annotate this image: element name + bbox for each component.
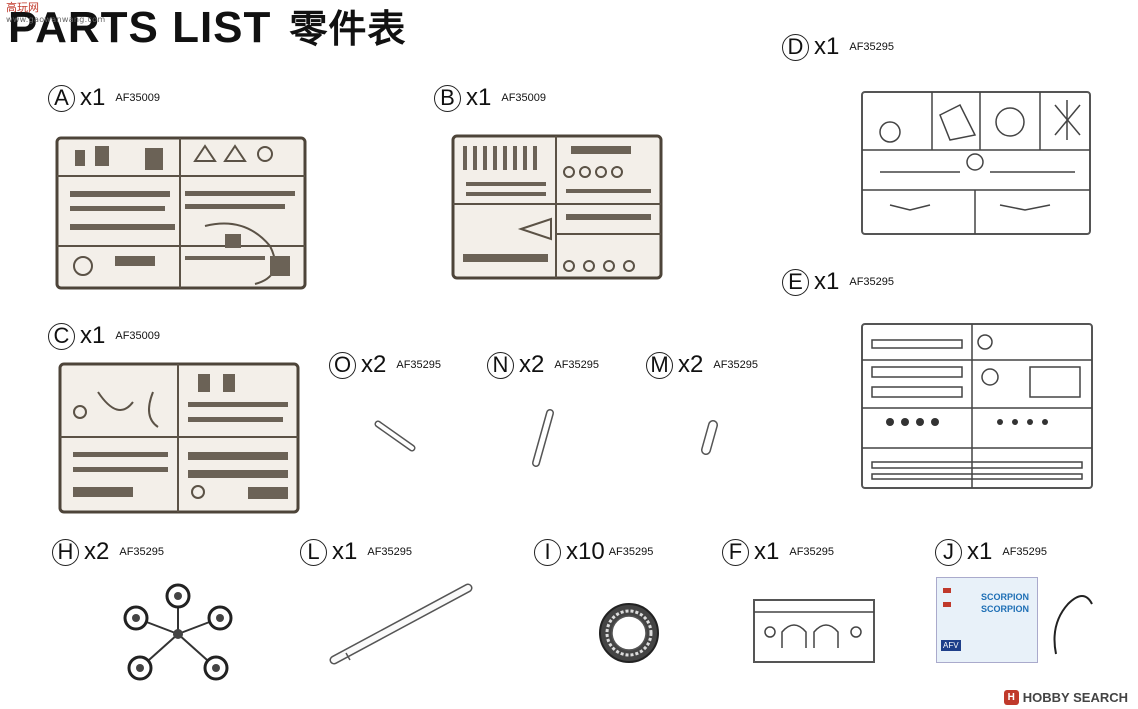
part-qty: x1	[967, 538, 993, 565]
part-code: AF35009	[115, 92, 161, 104]
hobby-search-logo-icon: H	[1003, 690, 1019, 705]
part-letter: A	[48, 84, 75, 112]
sprue-e-image	[861, 323, 1093, 489]
part-code: AF35295	[396, 359, 442, 371]
part-code: AF35295	[849, 41, 895, 53]
watermark-url: www.gaowanwang.com	[6, 15, 106, 24]
part-qty: x1	[80, 322, 106, 349]
part-label-c: C x1 AF35009	[48, 322, 160, 350]
part-label-a: A x1 AF35009	[48, 84, 160, 112]
part-label-e: E x1 AF35295	[782, 268, 894, 296]
page-title: PARTS LIST 零件表	[8, 4, 406, 53]
part-qty: x2	[678, 351, 704, 378]
part-label-l: L x1 AF35295	[300, 538, 412, 566]
part-letter: L	[300, 538, 327, 566]
sprue-b-image	[451, 134, 663, 280]
part-f-image	[753, 599, 875, 663]
watermark: 高玩网 www.gaowanwang.com	[6, 2, 105, 26]
part-code: AF35295	[1002, 546, 1048, 558]
part-j-wire-image	[1053, 595, 1093, 655]
part-l-image	[329, 583, 473, 665]
part-qty: x2	[361, 351, 387, 378]
part-letter: F	[722, 538, 749, 566]
footer-brand: H HOBBY SEARCH	[1003, 690, 1128, 705]
part-i-image	[599, 603, 659, 663]
part-code: AF35295	[119, 546, 165, 558]
part-code: AF35295	[713, 359, 759, 371]
part-code: AF35295	[554, 359, 600, 371]
part-letter: E	[782, 268, 809, 296]
part-qty: x1	[814, 33, 840, 60]
part-code: AF35295	[608, 546, 654, 558]
title-text: PARTS LIST	[8, 3, 272, 52]
part-label-o: O x2 AF35295	[329, 351, 441, 379]
part-label-f: F x1 AF35295	[722, 538, 834, 566]
sprue-c-image	[58, 362, 300, 514]
part-n-image	[532, 409, 554, 467]
sprue-a-image	[55, 136, 307, 290]
part-letter: C	[48, 322, 75, 350]
part-letter: N	[487, 351, 514, 379]
part-label-j: J x1 AF35295	[935, 538, 1047, 566]
part-qty: x10	[566, 538, 605, 565]
part-qty: x1	[814, 268, 840, 295]
part-label-h: H x2 AF35295	[52, 538, 164, 566]
part-qty: x1	[332, 538, 358, 565]
part-qty: x1	[466, 84, 492, 111]
part-code: AF35295	[849, 276, 895, 288]
part-qty: x2	[519, 351, 545, 378]
part-letter: H	[52, 538, 79, 566]
part-letter: B	[434, 84, 461, 112]
part-label-n: N x2 AF35295	[487, 351, 599, 379]
decal-text-2: SCORPION	[981, 604, 1030, 614]
part-letter: O	[329, 351, 356, 379]
part-o-image	[374, 420, 416, 452]
part-code: AF35295	[789, 546, 835, 558]
part-h-image	[123, 583, 233, 681]
part-qty: x1	[754, 538, 780, 565]
part-qty: x2	[84, 538, 110, 565]
part-m-image	[701, 420, 718, 455]
decal-flag	[943, 588, 951, 593]
decal-brand-logo: AFV	[941, 640, 961, 651]
part-code: AF35295	[367, 546, 413, 558]
part-label-i: I x10 AF35295	[534, 538, 653, 566]
decal-text-1: SCORPION	[981, 592, 1030, 602]
part-label-b: B x1 AF35009	[434, 84, 546, 112]
part-letter: I	[534, 538, 561, 566]
part-qty: x1	[80, 84, 106, 111]
decal-flag	[943, 602, 951, 607]
footer-text: HOBBY SEARCH	[1022, 690, 1128, 705]
part-j-decal-sheet: SCORPION SCORPION AFV	[936, 577, 1038, 663]
part-letter: M	[646, 351, 673, 379]
part-letter: D	[782, 33, 809, 61]
part-code: AF35009	[115, 330, 161, 342]
part-code: AF35009	[501, 92, 547, 104]
part-letter: J	[935, 538, 962, 566]
part-label-d: D x1 AF35295	[782, 33, 894, 61]
title-cjk: 零件表	[289, 7, 407, 51]
part-label-m: M x2 AF35295	[646, 351, 758, 379]
watermark-text: 高玩网	[6, 1, 39, 14]
sprue-d-image	[861, 91, 1091, 235]
